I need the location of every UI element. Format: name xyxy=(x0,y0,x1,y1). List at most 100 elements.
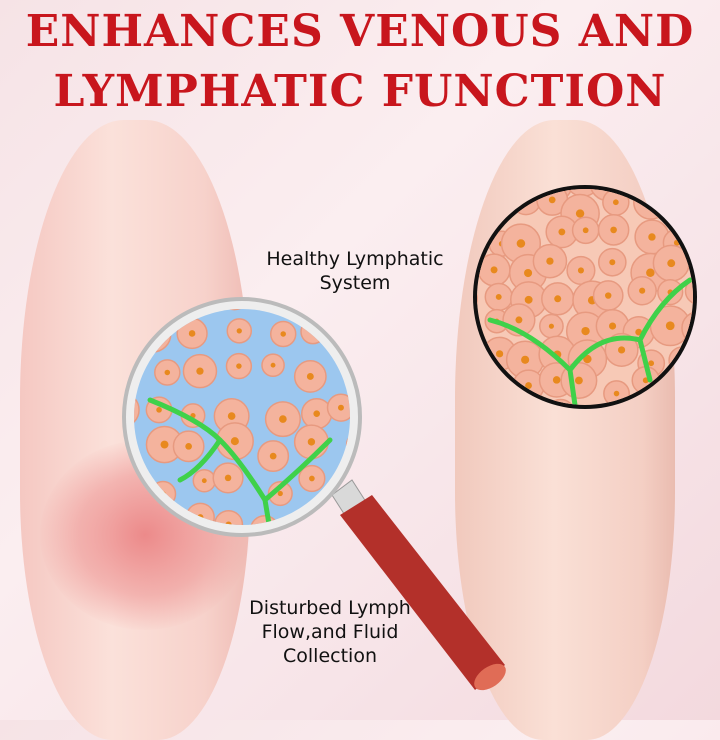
cell-nucleus xyxy=(196,367,204,375)
cell-nucleus xyxy=(704,360,709,365)
cell-nucleus xyxy=(515,316,523,324)
cell xyxy=(95,325,131,361)
cell-nucleus xyxy=(356,367,362,373)
cell-nucleus xyxy=(582,227,589,234)
cell-nucleus xyxy=(639,287,646,294)
headline-line-1: ENHANCES VENOUS AND xyxy=(25,6,695,57)
cell-nucleus xyxy=(669,178,676,185)
cell xyxy=(684,276,693,306)
cell-nucleus xyxy=(227,412,236,420)
cell-nucleus xyxy=(461,321,466,326)
cell-nucleus xyxy=(618,346,626,354)
cell-nucleus xyxy=(337,404,344,411)
cell-nucleus xyxy=(495,350,504,358)
cell-nucleus xyxy=(224,474,232,482)
cell-nucleus xyxy=(495,293,502,300)
cell-nucleus xyxy=(665,414,672,421)
cell-nucleus xyxy=(546,257,554,265)
cell-nucleus xyxy=(280,331,286,337)
cell xyxy=(478,189,508,194)
cell-nucleus xyxy=(490,176,496,182)
cell-nucleus xyxy=(486,412,492,418)
cell-nucleus xyxy=(708,267,714,273)
cell-nucleus xyxy=(612,199,619,206)
cell xyxy=(574,409,600,435)
cell-nucleus xyxy=(604,292,612,299)
cell xyxy=(516,189,548,192)
cell-nucleus xyxy=(457,388,462,393)
cell xyxy=(134,309,135,311)
headline-line-2: LYMPHATIC FUNCTION xyxy=(53,66,667,117)
cell-nucleus xyxy=(113,517,120,524)
cell-nucleus xyxy=(458,296,465,303)
cell-nucleus xyxy=(231,289,238,296)
cell-nucleus xyxy=(604,179,612,187)
cell-nucleus xyxy=(236,363,242,369)
cell-nucleus xyxy=(201,478,207,484)
cell xyxy=(452,312,476,336)
cell-nucleus xyxy=(185,442,192,450)
cell xyxy=(477,189,487,220)
cell-nucleus xyxy=(111,378,117,384)
cell-nucleus xyxy=(558,411,564,417)
cell-nucleus xyxy=(584,419,590,425)
cell-nucleus xyxy=(150,516,156,521)
cell-nucleus xyxy=(679,357,686,364)
cell-nucleus xyxy=(609,259,616,266)
cell-nucleus xyxy=(307,438,316,446)
lymph-vessel xyxy=(487,277,693,405)
cell-nucleus xyxy=(458,408,463,413)
cell-nucleus xyxy=(581,326,590,336)
magnifier-illustrations xyxy=(95,169,720,691)
cell-nucleus xyxy=(309,475,315,482)
cell xyxy=(477,400,504,405)
cell-nucleus xyxy=(187,301,194,308)
cell-nucleus xyxy=(583,354,592,364)
cell-nucleus xyxy=(109,339,117,347)
cell-nucleus xyxy=(665,321,675,331)
cell-nucleus xyxy=(701,387,707,393)
cell-nucleus xyxy=(669,388,677,396)
cell xyxy=(448,378,472,402)
cell-nucleus xyxy=(160,440,169,449)
cell-nucleus xyxy=(667,259,676,268)
cell-nucleus xyxy=(119,296,124,301)
cell xyxy=(477,189,483,193)
cell xyxy=(695,350,719,374)
cell-nucleus xyxy=(236,328,242,334)
cell-nucleus xyxy=(524,268,533,278)
cell-nucleus xyxy=(529,173,535,179)
cell-nucleus xyxy=(156,407,162,413)
cell xyxy=(699,257,720,282)
cell-nucleus xyxy=(706,172,712,178)
cell xyxy=(633,394,665,405)
cell-nucleus xyxy=(558,228,566,236)
cell-nucleus xyxy=(525,382,532,389)
cell-nucleus xyxy=(456,357,463,364)
cell-nucleus xyxy=(304,298,309,303)
cell xyxy=(512,411,538,437)
cell-nucleus xyxy=(230,437,239,446)
cell xyxy=(134,503,135,525)
cell xyxy=(692,220,693,257)
cell-nucleus xyxy=(458,169,466,177)
cell-nucleus xyxy=(270,362,276,368)
cell-nucleus xyxy=(551,180,559,188)
cell-nucleus xyxy=(306,372,314,380)
cell xyxy=(654,189,690,200)
cell xyxy=(477,342,478,378)
cell-nucleus xyxy=(647,169,653,175)
cell-nucleus xyxy=(524,295,533,304)
cell xyxy=(677,189,693,221)
cell xyxy=(477,282,479,316)
cell-nucleus xyxy=(575,209,585,218)
cell-nucleus xyxy=(608,322,617,330)
cell-nucleus xyxy=(313,410,320,417)
cell-nucleus xyxy=(548,196,556,204)
cell xyxy=(657,189,693,224)
cell xyxy=(99,475,131,507)
cell-nucleus xyxy=(523,421,529,427)
healthy-lymphatic-label: Healthy Lymphatic System xyxy=(266,248,444,294)
cell xyxy=(139,309,171,312)
lymph-vessel xyxy=(147,397,333,525)
